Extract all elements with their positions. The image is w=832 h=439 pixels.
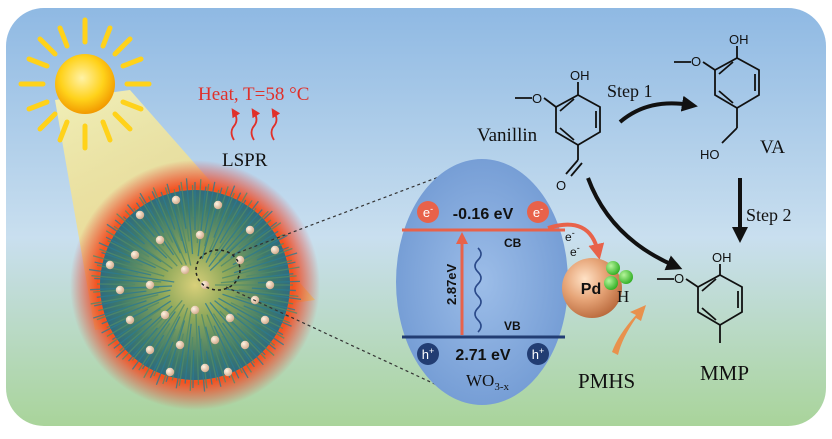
lspr-label: LSPR [222,150,268,171]
sun-icon [21,20,149,148]
mmp-o: O [674,271,684,286]
cb-label: CB [504,236,522,250]
va-ho: HO [700,147,720,162]
vb-label: VB [504,319,521,333]
step1-label: Step 1 [607,81,653,101]
va-oh: OH [729,32,749,47]
vanillin-label: Vanillin [477,125,538,146]
mmp-oh: OH [712,250,732,265]
band-diagram [396,159,568,405]
electron-left: e- [417,201,439,223]
hydrogen-atom [606,261,620,275]
hole-left: h+ [417,343,439,365]
vanillin-aldehyde-o: O [556,178,566,193]
step2-label: Step 2 [746,205,792,225]
pd-label: Pd [581,281,601,298]
mmp-label: MMP [700,361,749,385]
electron-right: e- [527,201,549,223]
hydrogen-atom [604,276,618,290]
cb-energy: -0.16 eV [453,206,514,223]
hole-right: h+ [527,343,549,365]
bandgap-label: 2.87eV [444,263,459,305]
va-o: O [691,54,701,69]
pmhs-label: PMHS [578,369,635,393]
vanillin-oh: OH [570,68,590,83]
hydrogen-atom [619,270,633,284]
vb-energy: 2.71 eV [455,347,510,364]
h-label: H [617,287,629,306]
va-label: VA [760,137,785,158]
vanillin-o: O [532,91,542,106]
heat-label: Heat, T=58 °C [198,84,309,105]
